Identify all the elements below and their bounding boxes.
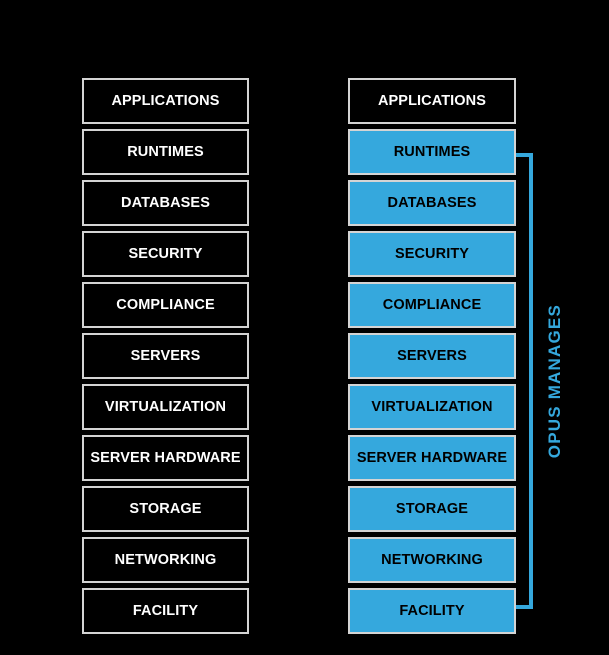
layer-box-left-networking: NETWORKING: [82, 537, 249, 583]
layer-box-right-server-hardware: SERVER HARDWARE: [348, 435, 516, 481]
layer-box-right-security: SECURITY: [348, 231, 516, 277]
layer-label: SECURITY: [128, 245, 203, 262]
layer-box-right-runtimes: RUNTIMES: [348, 129, 516, 175]
layer-box-left-databases: DATABASES: [82, 180, 249, 226]
layer-box-left-applications: APPLICATIONS: [82, 78, 249, 124]
opus-managed-caption-label: OPUS MANAGES: [545, 303, 564, 459]
layer-label: COMPLIANCE: [382, 296, 482, 313]
layer-box-left-virtualization: VIRTUALIZATION: [82, 384, 249, 430]
layer-label: SECURITY: [394, 245, 470, 262]
layer-box-left-server-hardware: SERVER HARDWARE: [82, 435, 249, 481]
layer-label: STORAGE: [395, 500, 469, 517]
layer-box-right-compliance: COMPLIANCE: [348, 282, 516, 328]
layer-label: APPLICATIONS: [111, 92, 220, 109]
layer-label: SERVERS: [130, 347, 201, 364]
opus-managed-bracket: [516, 153, 533, 609]
layer-box-right-facility: FACILITY: [348, 588, 516, 634]
unmanaged-stack-column: APPLICATIONS RUNTIMES DATABASES SECURITY COM…: [82, 78, 249, 634]
layer-box-left-facility: FACILITY: [82, 588, 249, 634]
layer-label: STORAGE: [129, 500, 202, 517]
layer-box-left-servers: SERVERS: [82, 333, 249, 379]
layer-label: NETWORKING: [381, 551, 483, 568]
opus-managed-caption: OPUS MANAGES: [541, 153, 569, 609]
layer-label: DATABASES: [387, 194, 477, 211]
layer-box-left-storage: STORAGE: [82, 486, 249, 532]
layer-label: VIRTUALIZATION: [104, 398, 227, 415]
layer-label: RUNTIMES: [127, 143, 204, 160]
layer-label: DATABASES: [121, 194, 210, 211]
layer-label: RUNTIMES: [393, 143, 471, 160]
layer-box-right-applications: APPLICATIONS: [348, 78, 516, 124]
layer-label: SERVERS: [397, 347, 467, 364]
layer-label: FACILITY: [132, 602, 199, 619]
layer-label: SERVER HARDWARE: [90, 449, 241, 466]
layer-label: VIRTUALIZATION: [371, 398, 493, 415]
layer-box-right-virtualization: VIRTUALIZATION: [348, 384, 516, 430]
layer-box-right-servers: SERVERS: [348, 333, 516, 379]
layer-label: APPLICATIONS: [377, 92, 487, 109]
managed-stack-column: APPLICATIONS RUNTIMES DATABASES SECURITY COM…: [348, 78, 516, 634]
layer-label: COMPLIANCE: [116, 296, 215, 313]
layer-label: SERVER HARDWARE: [356, 449, 508, 466]
layer-label: FACILITY: [399, 602, 465, 619]
layer-box-left-security: SECURITY: [82, 231, 249, 277]
layer-label: NETWORKING: [114, 551, 217, 568]
layer-box-left-runtimes: RUNTIMES: [82, 129, 249, 175]
layer-box-right-databases: DATABASES: [348, 180, 516, 226]
layer-box-left-compliance: COMPLIANCE: [82, 282, 249, 328]
layer-box-right-networking: NETWORKING: [348, 537, 516, 583]
layer-box-right-storage: STORAGE: [348, 486, 516, 532]
